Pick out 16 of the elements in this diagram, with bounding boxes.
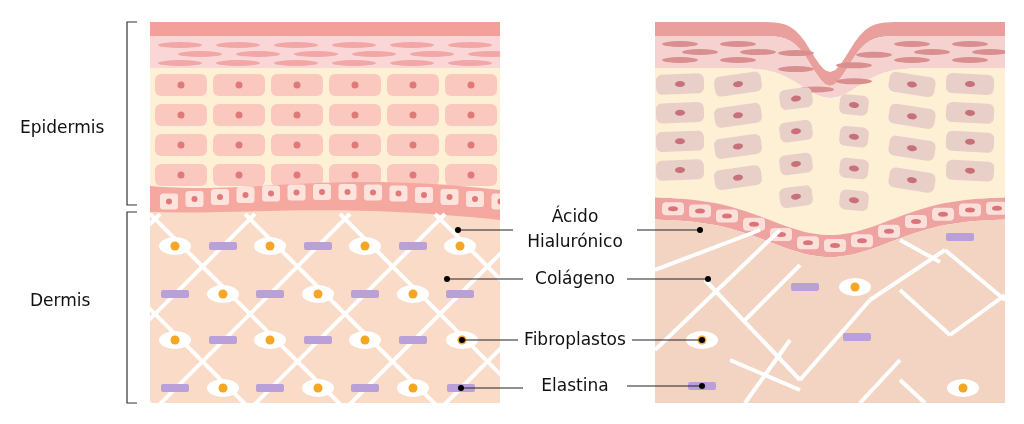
leader-line xyxy=(444,276,524,282)
leader-line xyxy=(458,385,524,391)
leader-line xyxy=(626,276,711,282)
part-label: Elastina xyxy=(525,373,625,398)
part-label: Fibroplastos xyxy=(520,327,630,352)
layer-label: Epidermis xyxy=(20,116,105,139)
fibroblast-cell xyxy=(685,330,719,350)
leader-line xyxy=(626,383,705,389)
fibroblast-cell xyxy=(445,330,479,350)
leader-line xyxy=(631,337,705,343)
leader-line xyxy=(459,337,519,343)
leader-line xyxy=(636,227,703,233)
layer-label: Dermis xyxy=(30,289,91,312)
leader-line xyxy=(455,227,514,233)
part-label: Colágeno xyxy=(525,266,625,291)
part-label: Ácido Hialurónico xyxy=(515,204,635,254)
